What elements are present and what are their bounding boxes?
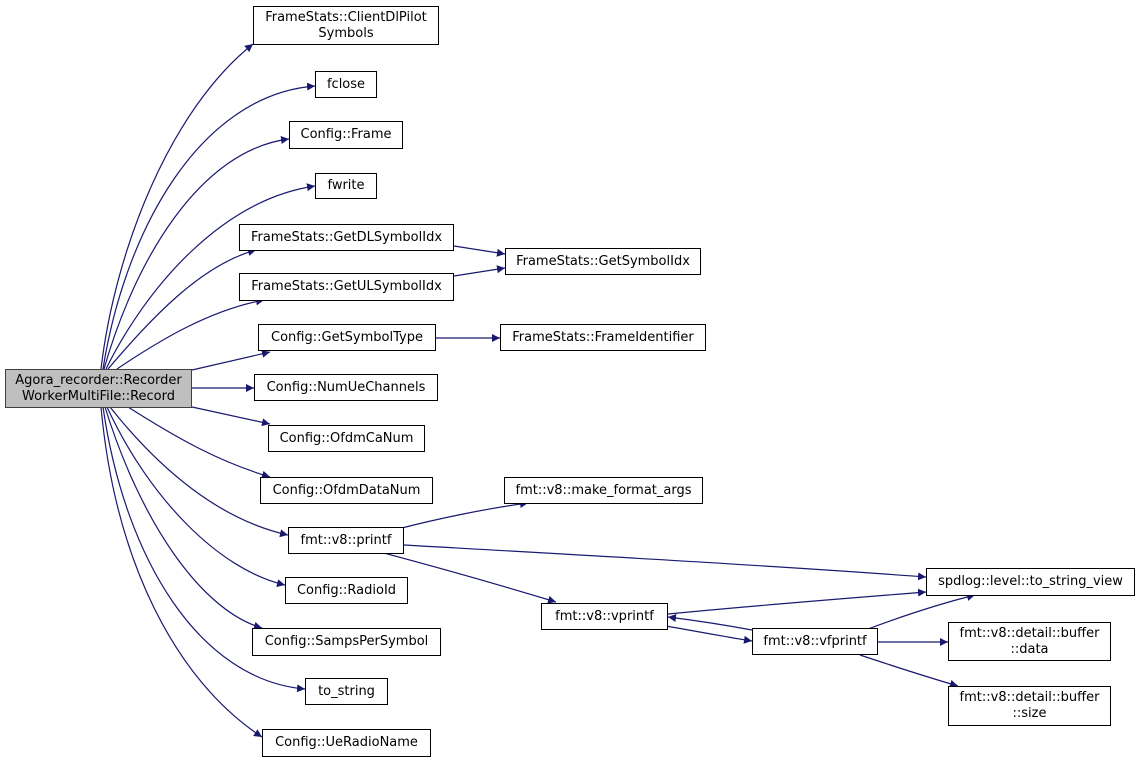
node-buffer-size[interactable]: fmt::v8::detail::buffer ::size bbox=[948, 686, 1111, 726]
node-get-symbol-idx-label: FrameStats::GetSymbolIdx bbox=[516, 253, 690, 269]
node-get-ul-symbol-idx[interactable]: FrameStats::GetULSymbolIdx bbox=[239, 273, 454, 301]
node-samps-per-symbol-label: Config::SampsPerSymbol bbox=[264, 634, 429, 649]
node-ofdm-ca-num[interactable]: Config::OfdmCaNum bbox=[268, 425, 425, 452]
node-root-line1: Agora_recorder::Recorder bbox=[15, 372, 182, 388]
edge-printf-to-vprintf bbox=[379, 551, 557, 604]
node-fwrite[interactable]: fwrite bbox=[315, 173, 377, 199]
edge-root-to-get-ul-symbol-idx bbox=[116, 297, 265, 370]
node-frame-identifier[interactable]: FrameStats::FrameIdentifier bbox=[500, 324, 706, 351]
edge-vfprintf-to-vprintf bbox=[667, 614, 753, 631]
edge-get-dl-to-get-symbol-idx bbox=[453, 245, 506, 257]
node-config-frame[interactable]: Config::Frame bbox=[289, 121, 403, 149]
edge-printf-to-to-string-view bbox=[403, 544, 927, 581]
node-to-string-label: to_string bbox=[318, 683, 375, 699]
edge-root-to-fclose bbox=[102, 82, 316, 370]
node-get-dl-symbol-idx-label: FrameStats::GetDLSymbolIdx bbox=[250, 229, 443, 245]
node-vprintf-label: fmt::v8::vprintf bbox=[555, 608, 654, 624]
node-vfprintf-label: fmt::v8::vfprintf bbox=[763, 633, 867, 649]
node-to-string[interactable]: to_string bbox=[305, 678, 388, 705]
edge-root-to-samps-per-symbol bbox=[104, 406, 263, 630]
node-buffer-data[interactable]: fmt::v8::detail::buffer ::data bbox=[948, 622, 1111, 661]
node-ue-radio-name[interactable]: Config::UeRadioName bbox=[262, 729, 431, 757]
node-get-symbol-idx[interactable]: FrameStats::GetSymbolIdx bbox=[505, 248, 701, 275]
node-buffer-data-line1: fmt::v8::detail::buffer bbox=[959, 625, 1100, 641]
node-printf[interactable]: fmt::v8::printf bbox=[288, 527, 404, 554]
node-make-format-args[interactable]: fmt::v8::make_format_args bbox=[504, 477, 703, 504]
node-ofdm-data-num[interactable]: Config::OfdmDataNum bbox=[260, 477, 433, 504]
node-root-record: Agora_recorder::Recorder WorkerMultiFile… bbox=[5, 369, 192, 408]
edge-root-to-get-dl-symbol-idx bbox=[107, 248, 257, 370]
edge-root-to-client-dl-pilot bbox=[100, 43, 254, 370]
node-vprintf[interactable]: fmt::v8::vprintf bbox=[541, 603, 668, 630]
edge-root-to-config-frame bbox=[103, 136, 290, 370]
node-fwrite-label: fwrite bbox=[327, 178, 365, 193]
node-client-dl-pilot-symbols[interactable]: FrameStats::ClientDlPilot Symbols bbox=[253, 6, 439, 45]
node-to-string-view-label: spdlog::level::to_string_view bbox=[938, 574, 1123, 589]
node-ofdm-data-num-label: Config::OfdmDataNum bbox=[272, 482, 421, 498]
node-fclose-label: fclose bbox=[326, 76, 366, 92]
node-radio-id-label: Config::RadioId bbox=[296, 582, 397, 598]
edge-root-to-fwrite bbox=[105, 183, 316, 370]
edge-root-to-ue-radio-name bbox=[100, 406, 263, 738]
edge-root-to-ofdm-ca-num bbox=[191, 406, 271, 427]
edge-root-to-get-symbol-type bbox=[191, 349, 271, 371]
edge-vfprintf-to-to-string-view bbox=[867, 593, 976, 630]
node-samps-per-symbol[interactable]: Config::SampsPerSymbol bbox=[252, 628, 441, 656]
node-radio-id[interactable]: Config::RadioId bbox=[285, 577, 408, 604]
edge-vfprintf-to-buffer-size bbox=[859, 654, 959, 688]
node-make-format-args-label: fmt::v8::make_format_args bbox=[515, 482, 692, 498]
node-to-string-view[interactable]: spdlog::level::to_string_view bbox=[926, 568, 1135, 596]
edge-get-ul-to-get-symbol-idx bbox=[453, 265, 506, 277]
node-fclose[interactable]: fclose bbox=[315, 71, 377, 98]
edge-root-to-ofdm-data-num bbox=[127, 406, 271, 479]
node-ue-radio-name-label: Config::UeRadioName bbox=[275, 735, 418, 750]
edge-vprintf-to-vfprintf bbox=[659, 624, 753, 644]
node-printf-label: fmt::v8::printf bbox=[300, 532, 392, 548]
node-get-dl-symbol-idx[interactable]: FrameStats::GetDLSymbolIdx bbox=[239, 224, 454, 251]
edge-root-to-radio-id bbox=[106, 406, 286, 588]
edge-root-to-printf bbox=[109, 406, 289, 538]
edge-printf-to-make-format-args bbox=[397, 500, 529, 530]
node-buffer-size-line2: ::size bbox=[1012, 706, 1047, 721]
node-vfprintf[interactable]: fmt::v8::vfprintf bbox=[752, 628, 878, 655]
node-client-dl-pilot-line1: FrameStats::ClientDlPilot bbox=[265, 9, 427, 25]
node-root-line2: WorkerMultiFile::Record bbox=[21, 388, 175, 404]
node-ofdm-ca-num-label: Config::OfdmCaNum bbox=[279, 430, 414, 446]
node-buffer-data-line2: ::data bbox=[1010, 641, 1049, 657]
node-num-ue-channels-label: Config::NumUeChannels bbox=[266, 379, 426, 395]
edge-root-to-to-string bbox=[102, 406, 306, 693]
node-config-frame-label: Config::Frame bbox=[300, 127, 392, 142]
edge-vprintf-to-to-string-view bbox=[667, 588, 927, 615]
node-frame-identifier-label: FrameStats::FrameIdentifier bbox=[512, 329, 694, 345]
node-buffer-size-line1: fmt::v8::detail::buffer bbox=[959, 690, 1100, 705]
node-get-ul-symbol-idx-label: FrameStats::GetULSymbolIdx bbox=[251, 279, 442, 294]
node-get-symbol-type-label: Config::GetSymbolType bbox=[271, 329, 423, 345]
node-num-ue-channels[interactable]: Config::NumUeChannels bbox=[254, 374, 438, 401]
node-client-dl-pilot-line2: Symbols bbox=[318, 25, 374, 41]
node-get-symbol-type[interactable]: Config::GetSymbolType bbox=[258, 324, 436, 351]
